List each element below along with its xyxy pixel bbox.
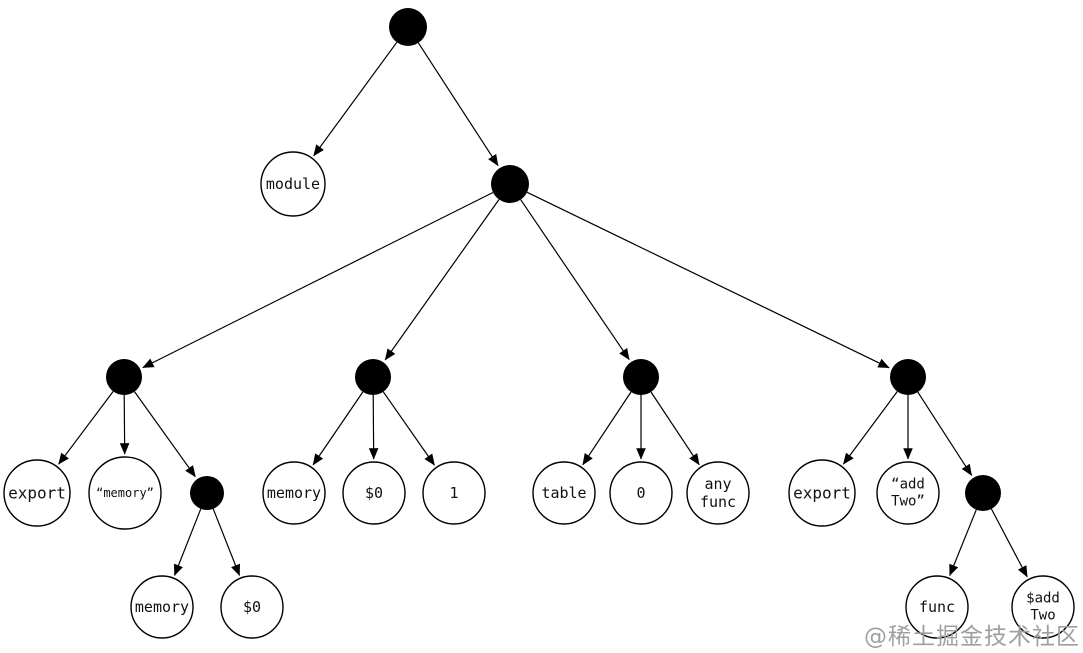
leaf-node-circle	[532, 461, 596, 525]
tree-node-module: module	[260, 151, 326, 217]
tree-node-dollar0-1: $0	[342, 461, 406, 525]
leaf-node-circle	[342, 461, 406, 525]
edge-group-2-to-one	[382, 391, 435, 466]
leaf-node-circle	[260, 151, 326, 217]
edge-group-3-to-anyfunc	[650, 391, 700, 466]
leaf-node-circle	[3, 459, 71, 527]
internal-node-circle	[190, 476, 224, 510]
leaf-node-circle	[686, 461, 750, 525]
tree-node-group-1	[106, 359, 142, 395]
edge-internal-3-to-addtwo-ref	[990, 508, 1028, 578]
internal-node-circle	[106, 359, 142, 395]
internal-node-circle	[890, 359, 926, 395]
tree-node-root	[389, 8, 427, 46]
edge-internal-2-to-dollar0-2	[212, 508, 241, 576]
leaf-node-circle	[876, 461, 940, 525]
edge-group-1-to-memory-name	[119, 394, 130, 455]
edge-group-2-to-memory-kw-1	[312, 391, 364, 466]
tree-node-func: func	[905, 575, 969, 639]
node-label-export-1: export	[8, 484, 66, 503]
leaf-node-circle	[1011, 575, 1075, 639]
internal-node-circle	[623, 359, 659, 395]
edge-internal-3-to-func	[949, 509, 977, 577]
node-label-func: func	[919, 598, 955, 616]
tree-node-one: 1	[422, 461, 486, 525]
tree-node-group-2	[355, 359, 391, 395]
edge-group-1-to-internal-2	[134, 391, 196, 478]
internal-node-circle	[491, 165, 529, 203]
tree-node-memory-kw-2: memory	[130, 575, 194, 639]
leaf-node-circle	[130, 575, 194, 639]
edge-internal-1-to-group-3	[520, 199, 630, 361]
edge-group-4-to-internal-3	[917, 391, 973, 476]
node-label-module: module	[266, 175, 320, 193]
node-label-memory-kw-2: memory	[135, 598, 189, 616]
leaf-node-circle	[788, 459, 856, 527]
edge-internal-1-to-group-1	[142, 191, 494, 369]
tree-node-memory-name: “memory”	[88, 456, 162, 530]
internal-node-circle	[389, 8, 427, 46]
node-label-export-2: export	[793, 484, 851, 503]
node-label-one: 1	[449, 484, 458, 502]
edge-root-to-module	[313, 41, 398, 157]
edges-layer	[58, 41, 1028, 578]
edge-internal-2-to-memory-kw-2	[173, 508, 202, 576]
tree-node-group-4	[890, 359, 926, 395]
leaf-node-circle	[905, 575, 969, 639]
node-label-dollar0-1: $0	[365, 484, 383, 502]
internal-node-circle	[355, 359, 391, 395]
node-label-table: table	[541, 484, 586, 502]
internal-node-circle	[965, 475, 1001, 511]
node-label-dollar0-2: $0	[243, 598, 261, 616]
tree-node-export-2: export	[788, 459, 856, 527]
tree-node-export-1: export	[3, 459, 71, 527]
tree-node-zero: 0	[609, 461, 673, 525]
tree-node-group-3	[623, 359, 659, 395]
leaf-node-circle	[220, 575, 284, 639]
edge-root-to-internal-1	[417, 42, 499, 167]
tree-node-internal-2	[190, 476, 224, 510]
node-label-zero: 0	[636, 484, 645, 502]
edge-internal-1-to-group-4	[526, 191, 890, 369]
tree-node-dollar0-2: $0	[220, 575, 284, 639]
edge-internal-1-to-group-2	[384, 199, 500, 361]
node-label-memory-kw-1: memory	[267, 484, 321, 502]
edge-group-1-to-export-1	[58, 391, 114, 465]
tree-node-memory-kw-1: memory	[262, 461, 326, 525]
edge-group-4-to-export-2	[842, 391, 898, 465]
tree-node-table: table	[532, 461, 596, 525]
edge-group-2-to-dollar0-1	[368, 394, 379, 460]
leaf-node-circle	[609, 461, 673, 525]
leaf-node-circle	[88, 456, 162, 530]
node-label-memory-name: “memory”	[96, 486, 154, 500]
leaf-node-circle	[422, 461, 486, 525]
tree-node-internal-3	[965, 475, 1001, 511]
tree-node-internal-1	[491, 165, 529, 203]
edge-group-3-to-table	[582, 391, 632, 466]
leaf-node-circle	[262, 461, 326, 525]
